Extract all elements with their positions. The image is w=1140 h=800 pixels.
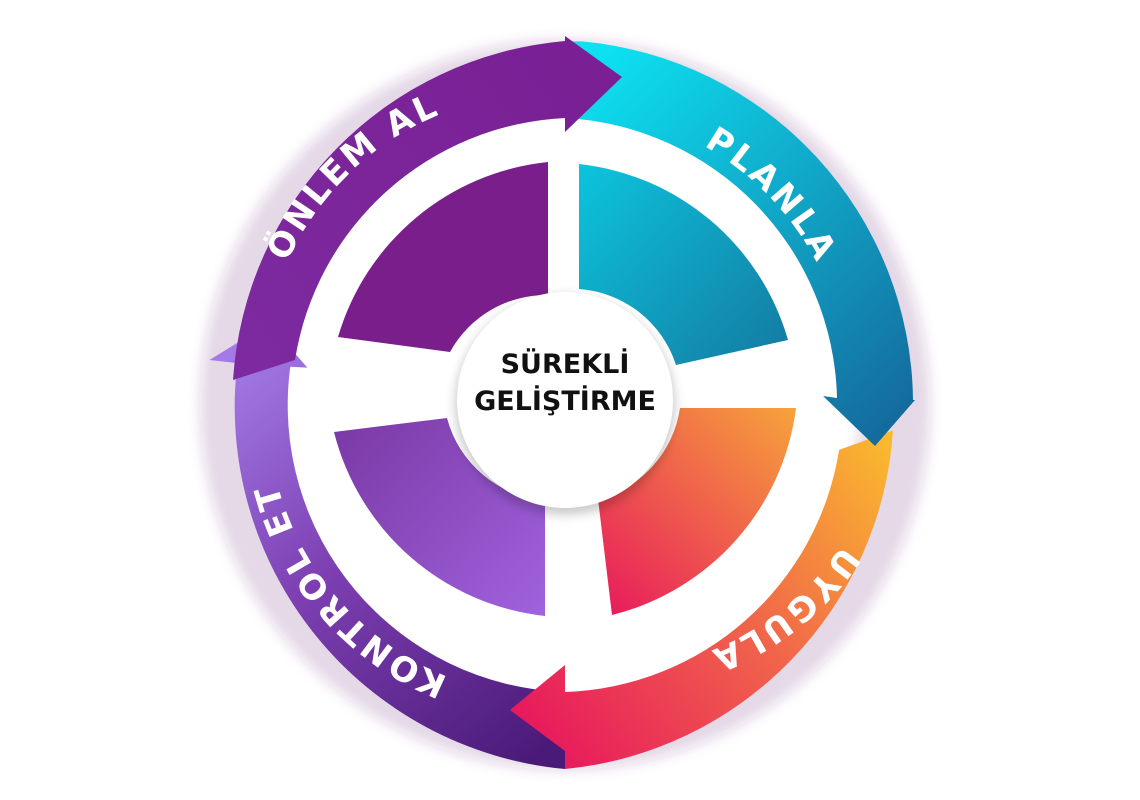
quadrant-top-left [338,162,548,352]
quadrant-top-right [579,164,788,365]
center-title-line2: GELİŞTİRME [474,385,656,417]
quadrant-bottom-left [334,418,545,616]
quadrant-bottom-right [598,408,796,615]
center-title-line1: SÜREKLİ [501,347,630,380]
center-circle [457,292,673,508]
arrow-uygula [510,430,893,769]
arrow-onlem-al [233,36,622,380]
